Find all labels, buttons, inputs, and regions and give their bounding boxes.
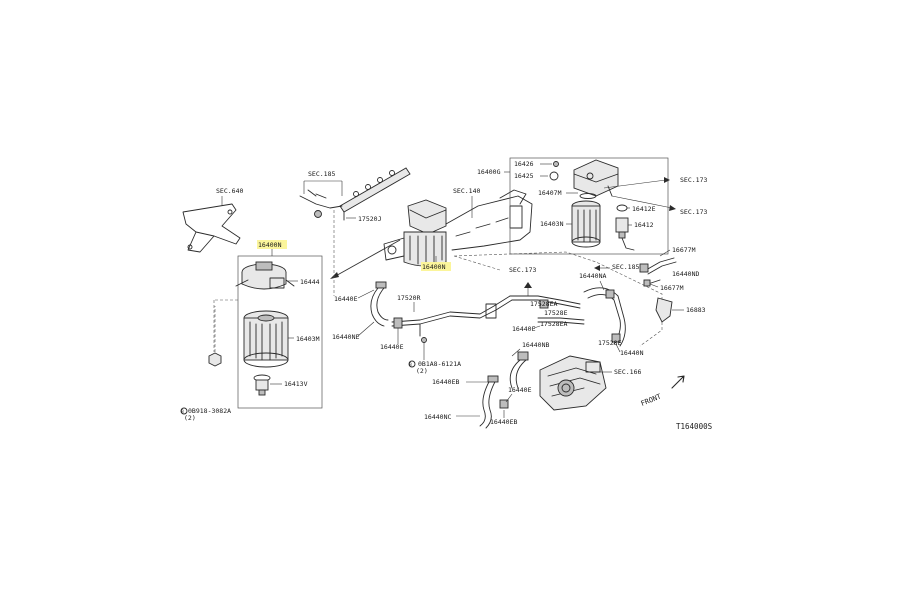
label-16400N-mid[interactable]: 16400N bbox=[422, 263, 446, 271]
label-16412[interactable]: 16412 bbox=[634, 221, 654, 229]
label-16440EB[interactable]: 16440EB bbox=[432, 378, 459, 386]
label-front[interactable]: FRONT bbox=[640, 392, 663, 408]
label-sec-185-right[interactable]: SEC.185 bbox=[612, 263, 639, 271]
hose-16440NE bbox=[370, 281, 389, 327]
injection-pump bbox=[539, 355, 607, 411]
label-17528E-2[interactable]: 17528E bbox=[598, 339, 622, 347]
fuel-return-tubes bbox=[509, 295, 585, 325]
label-16440NA[interactable]: 16440NA bbox=[579, 272, 606, 280]
label-sec-173-a[interactable]: SEC.173 bbox=[680, 176, 707, 184]
screw-icon bbox=[553, 161, 559, 167]
svg-text:B: B bbox=[181, 409, 184, 415]
svg-text:B: B bbox=[409, 362, 412, 368]
front-indicator bbox=[671, 375, 685, 389]
label-17520J[interactable]: 17520J bbox=[358, 215, 382, 223]
label-16400N-left[interactable]: 16400N bbox=[258, 241, 282, 249]
dashed-region-outline bbox=[453, 251, 663, 347]
nut-icon bbox=[208, 306, 222, 367]
label-sec-640[interactable]: SEC.640 bbox=[216, 187, 243, 195]
fuel-rail bbox=[299, 167, 411, 221]
label-16440E-4[interactable]: 16440E bbox=[512, 325, 536, 333]
o-ring-icon bbox=[549, 171, 559, 181]
hose-16440ND bbox=[639, 257, 677, 287]
label-sec-166[interactable]: SEC.166 bbox=[614, 368, 641, 376]
right-arrow-icon bbox=[594, 265, 600, 271]
label-17520R[interactable]: 17520R bbox=[397, 294, 421, 302]
label-sec-173-mid[interactable]: SEC.173 bbox=[509, 266, 536, 274]
bolt-callout-left[interactable]: B 0B918-3082A (2) bbox=[180, 407, 231, 422]
bracket-assembly bbox=[182, 196, 241, 253]
sensor-16412 bbox=[615, 217, 635, 251]
label-16440NE[interactable]: 16440NE bbox=[332, 333, 359, 341]
hose-16440NA bbox=[583, 287, 626, 347]
filter-assembly-box bbox=[237, 255, 323, 409]
label-16403M[interactable]: 16403M bbox=[296, 335, 320, 343]
sec-173-arrows bbox=[603, 177, 676, 211]
filter-parts-box bbox=[509, 157, 669, 255]
filter-head-16400G bbox=[573, 159, 619, 197]
fuel-tube-17520R bbox=[391, 295, 513, 337]
label-16412E[interactable]: 16412E bbox=[632, 205, 656, 213]
svg-text:(2): (2) bbox=[416, 367, 428, 375]
pointer-arrow bbox=[330, 239, 401, 279]
filter-cartridge-16403M bbox=[243, 310, 289, 368]
label-16883[interactable]: 16883 bbox=[686, 306, 706, 314]
hose-16440NC bbox=[479, 375, 509, 429]
label-16440N[interactable]: 16440N bbox=[620, 349, 644, 357]
label-16677M-2[interactable]: 16677M bbox=[660, 284, 684, 292]
label-16440E-1[interactable]: 16440E bbox=[334, 295, 358, 303]
label-16440EB-2[interactable]: 16440EB bbox=[490, 418, 517, 426]
fuel-filter-housing bbox=[383, 199, 447, 267]
label-sec-140[interactable]: SEC.140 bbox=[453, 187, 480, 195]
label-17528EA[interactable]: 17528EA bbox=[530, 300, 557, 308]
seal-ring-icon bbox=[616, 204, 628, 212]
filter-cartridge-16403N bbox=[571, 200, 601, 248]
up-arrow-icon bbox=[524, 282, 532, 288]
label-sec-173-b[interactable]: SEC.173 bbox=[680, 208, 707, 216]
label-16444[interactable]: 16444 bbox=[300, 278, 320, 286]
label-16440ND[interactable]: 16440ND bbox=[672, 270, 699, 278]
label-16407M[interactable]: 16407M bbox=[538, 189, 562, 197]
drain-plug-16413V bbox=[253, 374, 271, 396]
bolt-callout-mid[interactable]: B 0B1A8-6121A (2) bbox=[408, 360, 461, 375]
hose-16440NB bbox=[509, 351, 529, 389]
label-16425[interactable]: 16425 bbox=[514, 172, 534, 180]
label-16403N[interactable]: 16403N bbox=[540, 220, 564, 228]
label-17528EA-2[interactable]: 17528EA bbox=[540, 320, 567, 328]
bolt-icon bbox=[421, 337, 427, 343]
label-16677M-1[interactable]: 16677M bbox=[672, 246, 696, 254]
highlight-16400N-left bbox=[257, 240, 287, 249]
label-sec-185-top[interactable]: SEC.185 bbox=[308, 170, 335, 178]
svg-text:(2): (2) bbox=[184, 414, 196, 422]
label-16440E-2[interactable]: 16440E bbox=[380, 343, 404, 351]
label-16426[interactable]: 16426 bbox=[514, 160, 534, 168]
figure-code: T164000S bbox=[676, 422, 713, 431]
label-17528E[interactable]: 17528E bbox=[544, 309, 568, 317]
clip-16883 bbox=[655, 297, 673, 323]
label-16413V[interactable]: 16413V bbox=[284, 380, 308, 388]
label-16440NB[interactable]: 16440NB bbox=[522, 341, 549, 349]
intake-manifold bbox=[445, 189, 533, 251]
label-16440NC[interactable]: 16440NC bbox=[424, 413, 451, 421]
svg-text:0B1A8-6121A: 0B1A8-6121A bbox=[418, 360, 461, 368]
filter-head-16444 bbox=[235, 261, 295, 290]
svg-text:0B918-3082A: 0B918-3082A bbox=[188, 407, 231, 415]
highlight-16400N-mid bbox=[421, 262, 451, 271]
label-16400G[interactable]: 16400G bbox=[477, 168, 501, 176]
gasket-icon bbox=[579, 193, 597, 199]
label-16440E-3[interactable]: 16440E bbox=[508, 386, 532, 394]
